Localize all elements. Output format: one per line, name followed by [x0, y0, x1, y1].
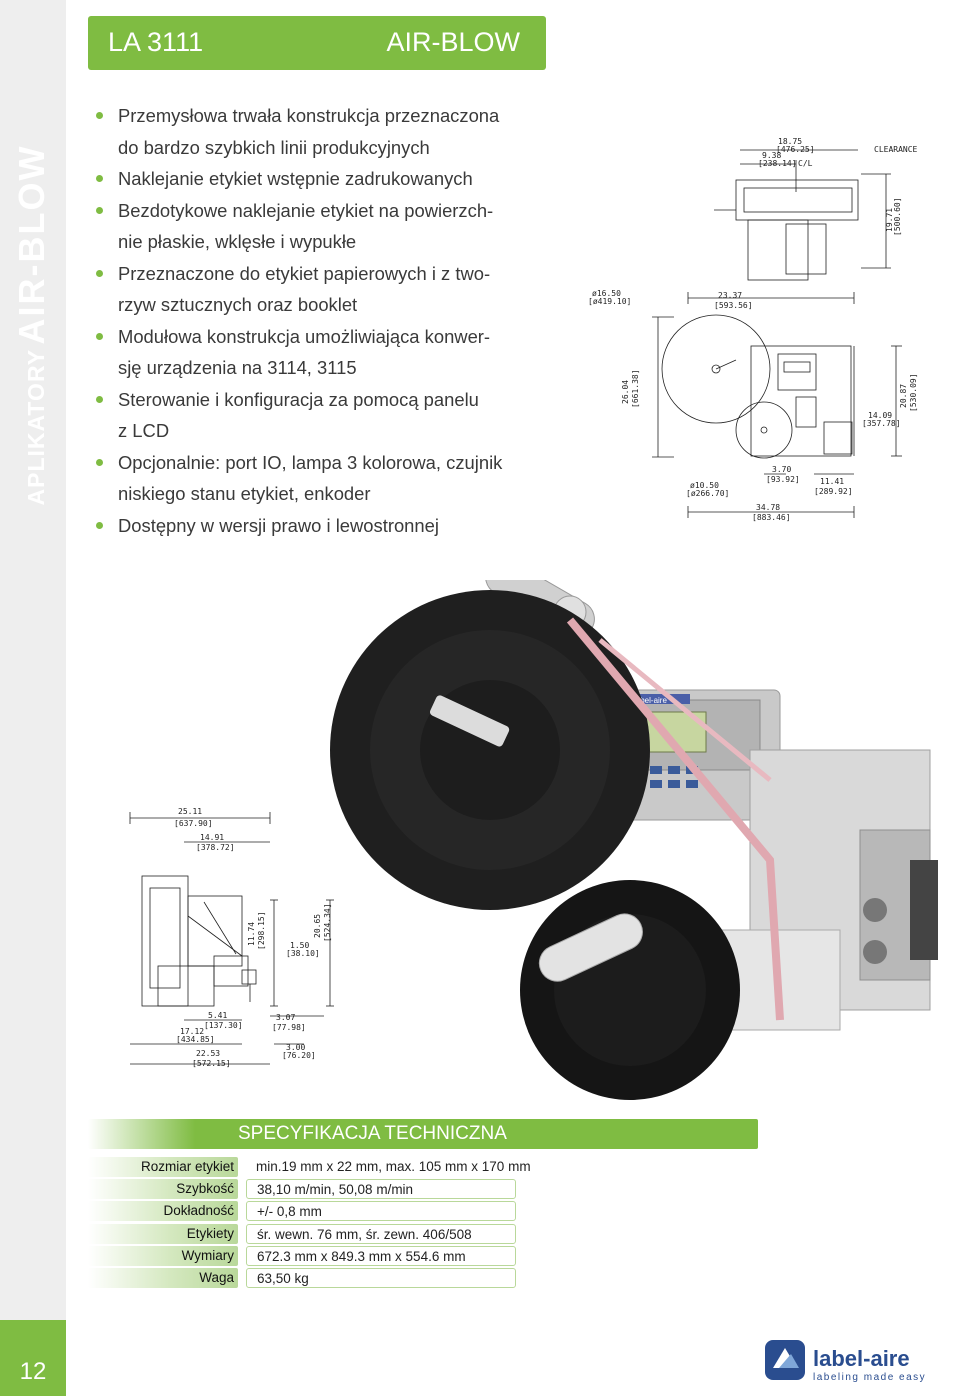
dim-label: [378.72] — [196, 843, 235, 852]
dim-label: 19.71 — [885, 208, 894, 232]
sidebar-category: APLIKATORY — [23, 348, 49, 506]
dim-label: [572.15] — [192, 1059, 231, 1068]
dim-label: 3.70 — [772, 465, 791, 474]
dim-label: 20.87 — [899, 384, 908, 408]
spec-label: Waga — [88, 1268, 238, 1288]
product-header: LA 3111 AIR-BLOW — [88, 16, 546, 70]
feature-item: Sterowanie i konfiguracja za pomocą pane… — [94, 384, 542, 447]
dim-label: [661.38] — [631, 369, 640, 408]
feature-item: Bezdotykowe naklejanie etykiet na powier… — [94, 195, 542, 258]
spec-label: Dokładność — [88, 1201, 238, 1221]
dim-label: [289.92] — [814, 487, 853, 496]
brand-plate: label-aire — [634, 696, 667, 705]
bullet-icon — [96, 458, 103, 466]
product-type: AIR-BLOW — [386, 27, 520, 57]
spec-label: Wymiary — [88, 1246, 238, 1266]
dim-label: 3.07 — [276, 1013, 295, 1022]
spec-row: Dokładność +/- 0,8 mm — [88, 1201, 758, 1221]
dim-label: [637.90] — [174, 819, 213, 828]
dim-label: ø16.50 — [592, 289, 621, 298]
bullet-icon — [96, 269, 103, 277]
product-photo: label-aire — [330, 580, 938, 1100]
sidebar-series: AIR-BLOW — [11, 144, 52, 345]
dim-label: 1.50 — [290, 941, 309, 950]
dim-label: [ø419.10] — [588, 297, 631, 306]
dim-label: [524.34] — [323, 903, 332, 942]
dim-label: 9.38 — [762, 151, 781, 160]
dim-label: 18.75 — [778, 137, 802, 146]
label-aire-logo: label-aire labeling made easy — [765, 1340, 926, 1383]
dim-label: 20.65 — [313, 914, 322, 938]
bullet-icon — [96, 206, 103, 214]
feature-item: Modułowa konstrukcja umożliwiająca konwe… — [94, 321, 542, 384]
dim-label: CLEARANCE — [874, 145, 918, 154]
dim-label: [500.60] — [893, 197, 902, 236]
technical-drawing-side: 25.11 [637.90] 14.91 [378.72] 11.74 [298… — [129, 807, 334, 1068]
dim-label: [238.14] — [758, 159, 797, 168]
spec-value: 672.3 mm x 849.3 mm x 554.6 mm — [246, 1246, 516, 1266]
sidebar-title: APLIKATORY AIR-BLOW — [11, 75, 52, 575]
feature-item: Dostępny w wersji prawo i lewostronnej — [94, 510, 542, 542]
page-number-box: 12 — [0, 1320, 66, 1396]
spec-label: Szybkość — [88, 1179, 238, 1199]
sidebar: APLIKATORY AIR-BLOW — [0, 0, 66, 1396]
spec-label: Rozmiar etykiet — [88, 1157, 238, 1177]
bullet-icon — [96, 332, 103, 340]
dim-label: [593.56] — [714, 301, 753, 310]
dim-label: [298.15] — [257, 911, 266, 950]
dim-label: [77.98] — [272, 1023, 306, 1032]
spec-value: +/- 0,8 mm — [246, 1201, 516, 1221]
dim-label: 11.41 — [820, 477, 844, 486]
dim-label: [137.30] — [204, 1021, 243, 1030]
dim-label: [883.46] — [752, 513, 791, 522]
dim-label: [ø266.70] — [686, 489, 729, 498]
spec-row: Wymiary 672.3 mm x 849.3 mm x 554.6 mm — [88, 1246, 758, 1266]
dim-label: 14.09 — [868, 411, 892, 420]
feature-item: Przeznaczone do etykiet papierowych i z … — [94, 258, 542, 321]
feature-item: Naklejanie etykiet wstępnie zadrukowanyc… — [94, 163, 542, 195]
spec-value: min.19 mm x 22 mm, max. 105 mm x 170 mm — [256, 1159, 531, 1174]
feature-item: Opcjonalnie: port IO, lampa 3 kolorowa, … — [94, 447, 542, 510]
spec-title: SPECYFIKACJA TECHNICZNA — [238, 1123, 507, 1144]
dim-label: 17.12 — [180, 1027, 204, 1036]
dim-label: 11.74 — [247, 922, 256, 946]
spec-row: Waga 63,50 kg — [88, 1268, 758, 1288]
spec-value: 38,10 m/min, 50,08 m/min — [246, 1179, 516, 1199]
dim-label: [434.85] — [176, 1035, 215, 1044]
feature-list: Przemysłowa trwała konstrukcja przeznacz… — [94, 100, 542, 541]
bullet-icon — [96, 112, 103, 119]
dim-label: 26.04 — [621, 380, 630, 404]
dim-label: [357.78] — [862, 419, 901, 428]
spec-header: SPECYFIKACJA TECHNICZNA — [88, 1119, 758, 1149]
dim-label: [93.92] — [766, 475, 800, 484]
dim-label: 3.00 — [286, 1043, 305, 1052]
dim-label: [38.10] — [286, 949, 320, 958]
dim-label: 22.53 — [196, 1049, 220, 1058]
bullet-icon — [96, 175, 103, 182]
dim-label: [76.20] — [282, 1051, 316, 1060]
dim-label: 14.91 — [200, 833, 224, 842]
spec-row: Szybkość 38,10 m/min, 50,08 m/min — [88, 1179, 758, 1199]
logo-tagline: labeling made easy — [813, 1372, 926, 1383]
spec-value: 63,50 kg — [246, 1268, 516, 1288]
bullet-icon — [96, 521, 103, 529]
dim-label: 34.78 — [756, 503, 780, 512]
page-number: 12 — [19, 1358, 47, 1385]
dim-label: 5.41 — [208, 1011, 227, 1020]
dim-label: 25.11 — [178, 807, 202, 816]
spec-row: Etykiety śr. wewn. 76 mm, śr. zewn. 406/… — [88, 1224, 758, 1244]
spec-row: Rozmiar etykiet min.19 mm x 22 mm, max. … — [88, 1157, 758, 1177]
spec-label: Etykiety — [88, 1224, 238, 1244]
technical-drawing-front: 18.75 [476.25] 9.38 [238.14] C/L CLEARAN… — [588, 137, 918, 522]
dim-label: ø10.50 — [690, 481, 719, 490]
dim-label: 23.37 — [718, 291, 742, 300]
bullet-icon — [96, 395, 103, 403]
dim-label: [530.09] — [909, 373, 918, 412]
logo-name: label-aire — [813, 1346, 910, 1371]
dim-label: [476.25] — [776, 145, 815, 154]
feature-item: Przemysłowa trwała konstrukcja przeznacz… — [94, 100, 542, 163]
product-model: LA 3111 — [108, 27, 204, 57]
spec-value: śr. wewn. 76 mm, śr. zewn. 406/508 — [246, 1224, 516, 1244]
dim-label: C/L — [798, 159, 813, 168]
